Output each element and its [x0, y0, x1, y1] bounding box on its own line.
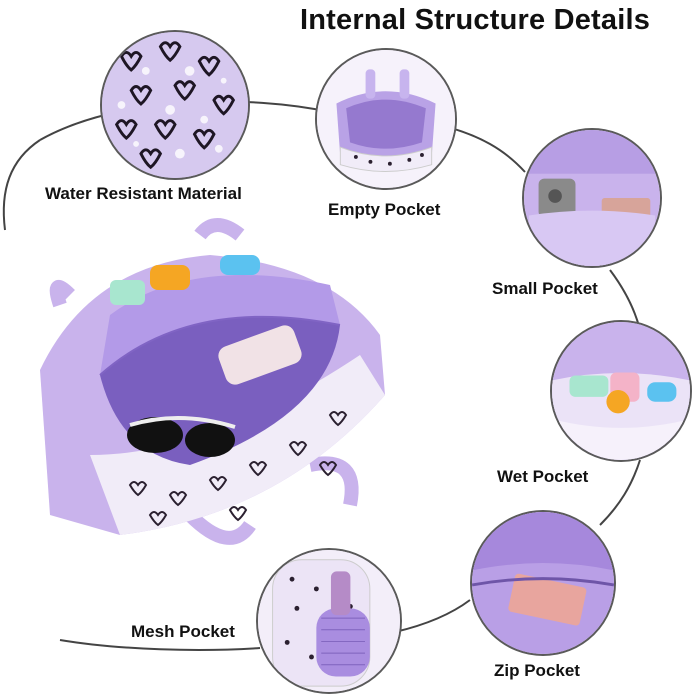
- zip-pocket-label: Zip Pocket: [494, 661, 580, 680]
- mesh-pocket-label: Mesh Pocket: [131, 622, 235, 641]
- small-pocket-image: [522, 128, 662, 268]
- heart-print-pattern: [102, 32, 248, 178]
- wet-pocket-image: [550, 320, 692, 462]
- mesh-pocket-image: [256, 548, 402, 694]
- water-resistant-label: Water Resistant Material: [45, 184, 242, 203]
- small-pocket-label: Small Pocket: [492, 279, 598, 298]
- water-resistant-material-image: [100, 30, 250, 180]
- zip-pocket-image: [470, 510, 616, 656]
- empty-pocket-image: [315, 48, 457, 190]
- empty-pocket-label: Empty Pocket: [328, 200, 441, 219]
- wet-pocket-label: Wet Pocket: [497, 467, 589, 486]
- main-bag-image: [30, 215, 400, 575]
- page-title: Internal Structure Details: [300, 4, 651, 36]
